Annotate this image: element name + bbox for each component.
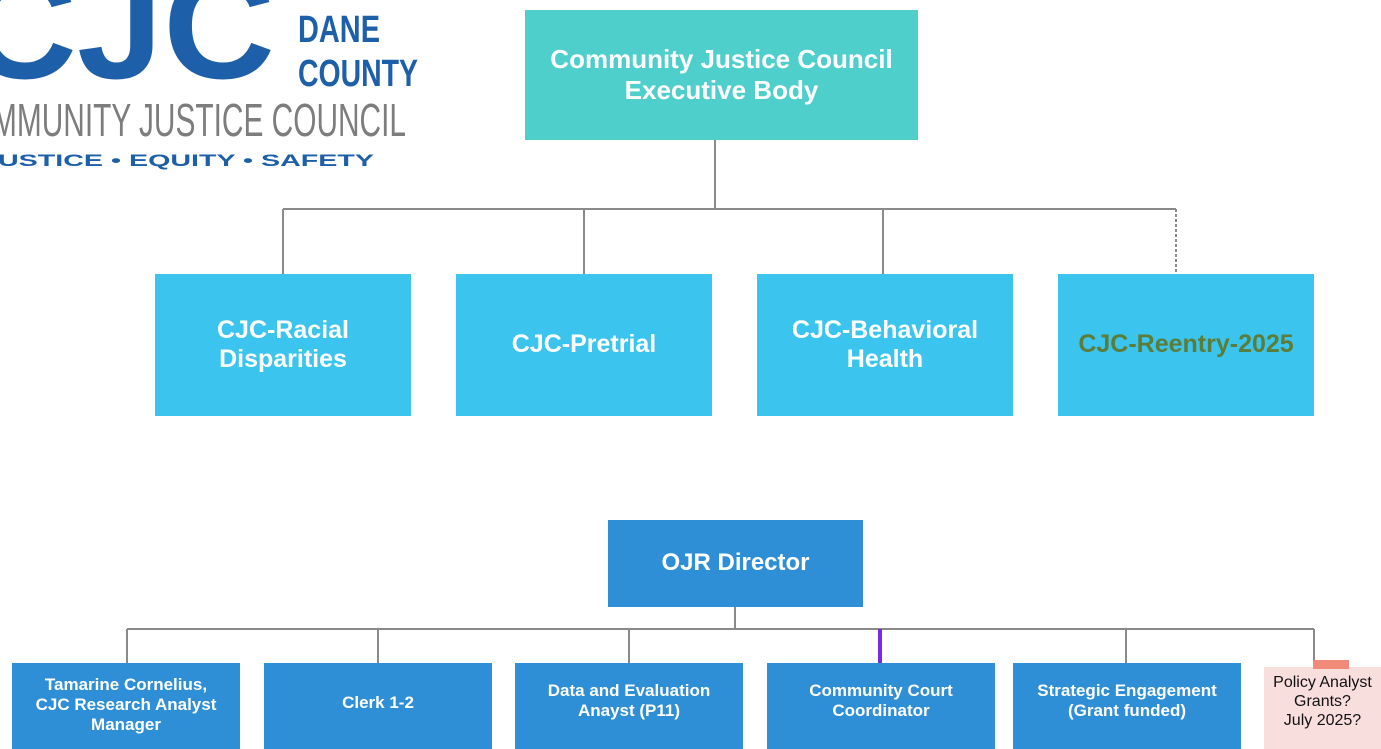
cjc-logo: CJC DANE COUNTY MMUNITY JUSTICE COUNCIL … [0, 0, 418, 170]
subcommittee-label: CJC-Behavioral [791, 315, 979, 344]
staff-community-court-coordinator: Community Court Coordinator [767, 663, 995, 749]
subcommittee-label: Health [846, 345, 924, 373]
logo-county-line1: DANE [298, 9, 380, 51]
subcommittee-behavioral-health: CJC-Behavioral Health [757, 274, 1013, 416]
staff-label: CJC Research Analyst [35, 695, 217, 715]
subcommittee-label: CJC-Reentry-2025 [1078, 330, 1294, 359]
policy-analyst-box: Policy Analyst Grants? July 2025? [1264, 667, 1381, 749]
policy-label: Grants? [1294, 693, 1351, 711]
staff-label: Strategic Engagement [1037, 681, 1217, 700]
staff-label: Manager [91, 715, 161, 735]
staff-strategic-engagement: Strategic Engagement (Grant funded) [1013, 663, 1241, 749]
logo-tagline: USTICE • EQUITY • SAFETY [0, 151, 375, 170]
staff-label: (Grant funded) [1067, 701, 1187, 721]
subcommittee-pretrial: CJC-Pretrial [456, 274, 712, 416]
staff-label: Anayst (P11) [577, 701, 681, 721]
logo-council-name: MMUNITY JUSTICE COUNCIL [0, 94, 406, 146]
executive-line2: Executive Body [624, 75, 819, 105]
subcommittee-reentry: CJC-Reentry-2025 [1058, 274, 1314, 416]
staff-data-evaluation-analyst: Data and Evaluation Anayst (P11) [515, 663, 743, 749]
subcommittee-racial-disparities: CJC-Racial Disparities [155, 274, 411, 416]
subcommittee-label: Disparities [219, 345, 347, 373]
comment-marker [1313, 660, 1349, 669]
policy-label: July 2025? [1283, 712, 1362, 730]
ojr-director-label: OJR Director [661, 549, 810, 577]
staff-label: Coordinator [832, 701, 930, 721]
staff-label: Tamarine Cornelius, [44, 675, 208, 694]
executive-body-box: Community Justice Council Executive Body [525, 10, 918, 140]
logo-county-line2: COUNTY [298, 53, 418, 95]
subcommittee-label: CJC-Racial [217, 315, 349, 344]
staff-clerk: Clerk 1-2 [264, 663, 492, 749]
executive-line1: Community Justice Council [550, 44, 893, 75]
staff-research-analyst-manager: Tamarine Cornelius, CJC Research Analyst… [12, 663, 240, 749]
staff-label: Data and Evaluation [547, 681, 711, 700]
ojr-director-box: OJR Director [608, 520, 863, 607]
staff-label: Community Court [809, 681, 953, 700]
policy-label: Policy Analyst [1273, 674, 1372, 691]
logo-letters: CJC [0, 0, 275, 110]
subcommittee-label: CJC-Pretrial [511, 330, 657, 359]
staff-label: Clerk 1-2 [342, 693, 414, 712]
